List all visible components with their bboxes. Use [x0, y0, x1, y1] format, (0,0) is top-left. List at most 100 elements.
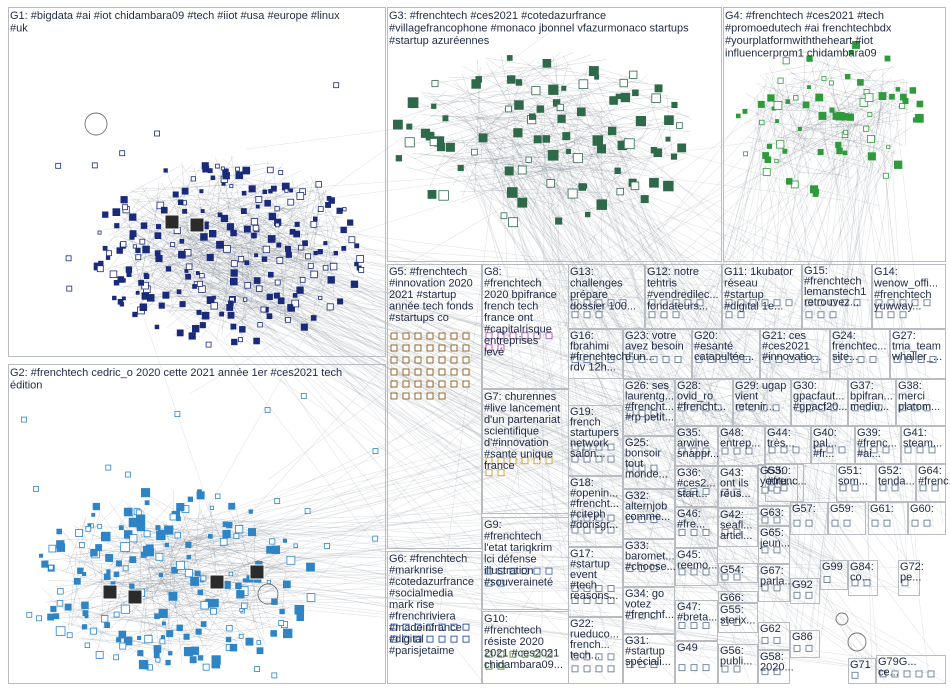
node [349, 237, 355, 243]
node [428, 190, 436, 198]
node [775, 159, 778, 162]
group-label-line: G4: #frenchtech #ces2021 #tech [725, 10, 884, 22]
node [311, 221, 317, 227]
node [122, 279, 126, 283]
node [232, 339, 238, 345]
node [608, 456, 614, 462]
node [33, 487, 38, 492]
node [54, 614, 59, 619]
node [230, 644, 237, 651]
node [547, 180, 555, 188]
node [231, 261, 237, 267]
node [334, 83, 339, 88]
node [305, 509, 310, 514]
node [439, 333, 445, 339]
group-label-line: #yourplatformwiththeheart #iot [725, 35, 873, 47]
node-avatar [210, 575, 224, 589]
node [672, 102, 677, 107]
node [900, 94, 906, 100]
group-label-line: retrouvez... [804, 297, 859, 309]
node [27, 612, 32, 617]
node [928, 671, 934, 677]
node [143, 246, 150, 253]
group-label-line: #parisjetaime [389, 645, 454, 657]
group-label-line: réus... [720, 488, 751, 500]
node [144, 531, 150, 537]
node [242, 191, 246, 195]
node [427, 393, 433, 399]
node [57, 601, 63, 607]
group-label-line: G92 [792, 579, 813, 591]
group-label-line: mediu... [850, 401, 889, 413]
node [97, 266, 103, 272]
node [99, 261, 104, 266]
node [161, 636, 164, 639]
group-label-line: challenges [570, 278, 623, 290]
group-label-line: #breta... [677, 612, 717, 624]
node [265, 408, 270, 413]
group-label-line: l'etat tariqkrim [484, 542, 552, 554]
node [123, 205, 128, 210]
node [391, 381, 397, 387]
group-label-line: #gpacf20... [793, 401, 847, 413]
node [328, 277, 335, 284]
node [663, 357, 669, 363]
group-label-line: G8: [484, 266, 502, 278]
node [92, 513, 95, 516]
node [830, 108, 834, 112]
node [177, 290, 181, 294]
group-label-line: platom... [898, 401, 940, 413]
node [675, 357, 681, 363]
node [391, 393, 397, 399]
node [105, 623, 110, 628]
node [887, 145, 890, 148]
node [876, 312, 882, 318]
group-label-line: G99 [822, 561, 843, 573]
node [93, 503, 100, 510]
node [220, 312, 224, 316]
node [768, 95, 775, 102]
group-label-line: sterix... [720, 615, 755, 627]
node [253, 225, 259, 231]
node [287, 556, 295, 564]
node [96, 545, 102, 551]
group-label-line: #vendredilec... [647, 289, 719, 301]
node [651, 147, 657, 153]
node [115, 224, 119, 228]
group-label-line: #innovatio... [762, 351, 821, 363]
node [786, 179, 792, 185]
node [239, 634, 243, 638]
node [201, 576, 206, 581]
group-label-line: site... [832, 351, 858, 363]
node [405, 138, 414, 147]
node [534, 136, 541, 143]
node [316, 182, 322, 188]
node [924, 520, 930, 526]
node [726, 312, 732, 318]
node [633, 90, 639, 96]
node [155, 131, 160, 136]
node [146, 549, 153, 556]
node [806, 592, 812, 598]
node [178, 200, 183, 205]
node [246, 638, 253, 645]
node [794, 645, 800, 651]
node [596, 666, 602, 672]
node [249, 510, 253, 514]
node [96, 651, 103, 658]
node [208, 535, 212, 539]
node [556, 218, 562, 224]
node [432, 81, 438, 87]
node [278, 298, 284, 304]
node [297, 614, 304, 621]
node [306, 254, 311, 259]
node [348, 220, 353, 225]
node [162, 622, 165, 625]
node [631, 182, 639, 190]
group-label-line: articl... [720, 530, 752, 542]
group-label-line: #ai... [857, 448, 881, 460]
node [275, 280, 280, 285]
group-label-line: #frenchtech [484, 278, 541, 290]
node [176, 561, 184, 569]
node [263, 246, 270, 253]
